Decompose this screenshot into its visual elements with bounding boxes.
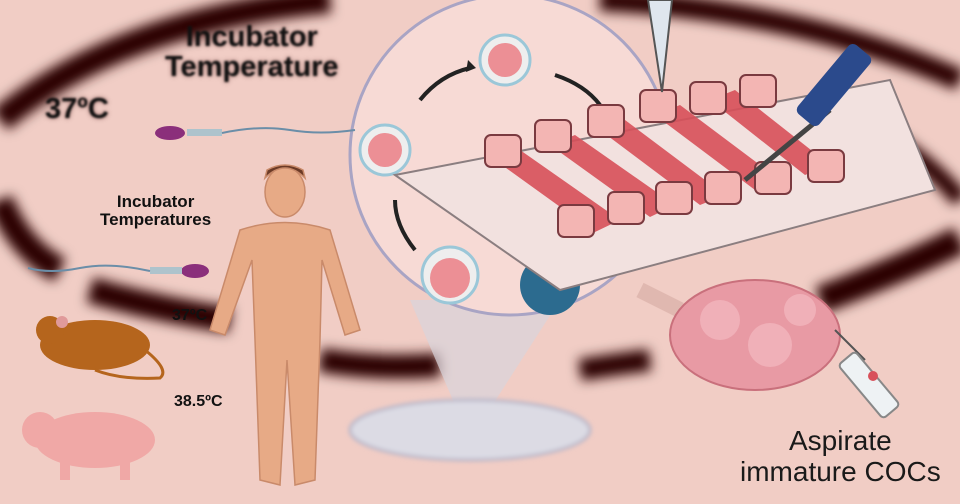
- incubator-temperatures-label: Incubator Temperatures: [100, 193, 211, 229]
- needle-icon: [646, 0, 674, 93]
- human-figure: [209, 164, 361, 486]
- sub-line-2: Temperatures: [100, 209, 212, 229]
- aspirate-line-2: immature COCs: [740, 456, 941, 488]
- pig-temperature-label: 38.5ºC: [174, 393, 223, 410]
- syringe-icon: [834, 329, 900, 419]
- aspirate-line-1: Aspirate: [788, 425, 892, 456]
- title-line-1: Incubator: [185, 21, 318, 53]
- mouse-temperature-label: 37ºC: [172, 307, 208, 324]
- sub-line-1: Incubator: [116, 192, 195, 211]
- microfluidic-chip: [392, 0, 937, 292]
- incubator-temperature-title: Incubator Temperature: [165, 22, 339, 83]
- mouse-icon: [36, 316, 165, 380]
- title-line-2: Temperature: [165, 51, 339, 84]
- aspirate-label: Aspirate immature COCs: [740, 425, 941, 488]
- main-temperature-label: 37ºC: [45, 93, 109, 125]
- pipette-icon: [796, 43, 872, 127]
- sperm-icons: [27, 126, 356, 278]
- ovary-tissue: [636, 279, 841, 391]
- pig-icon: [22, 412, 155, 480]
